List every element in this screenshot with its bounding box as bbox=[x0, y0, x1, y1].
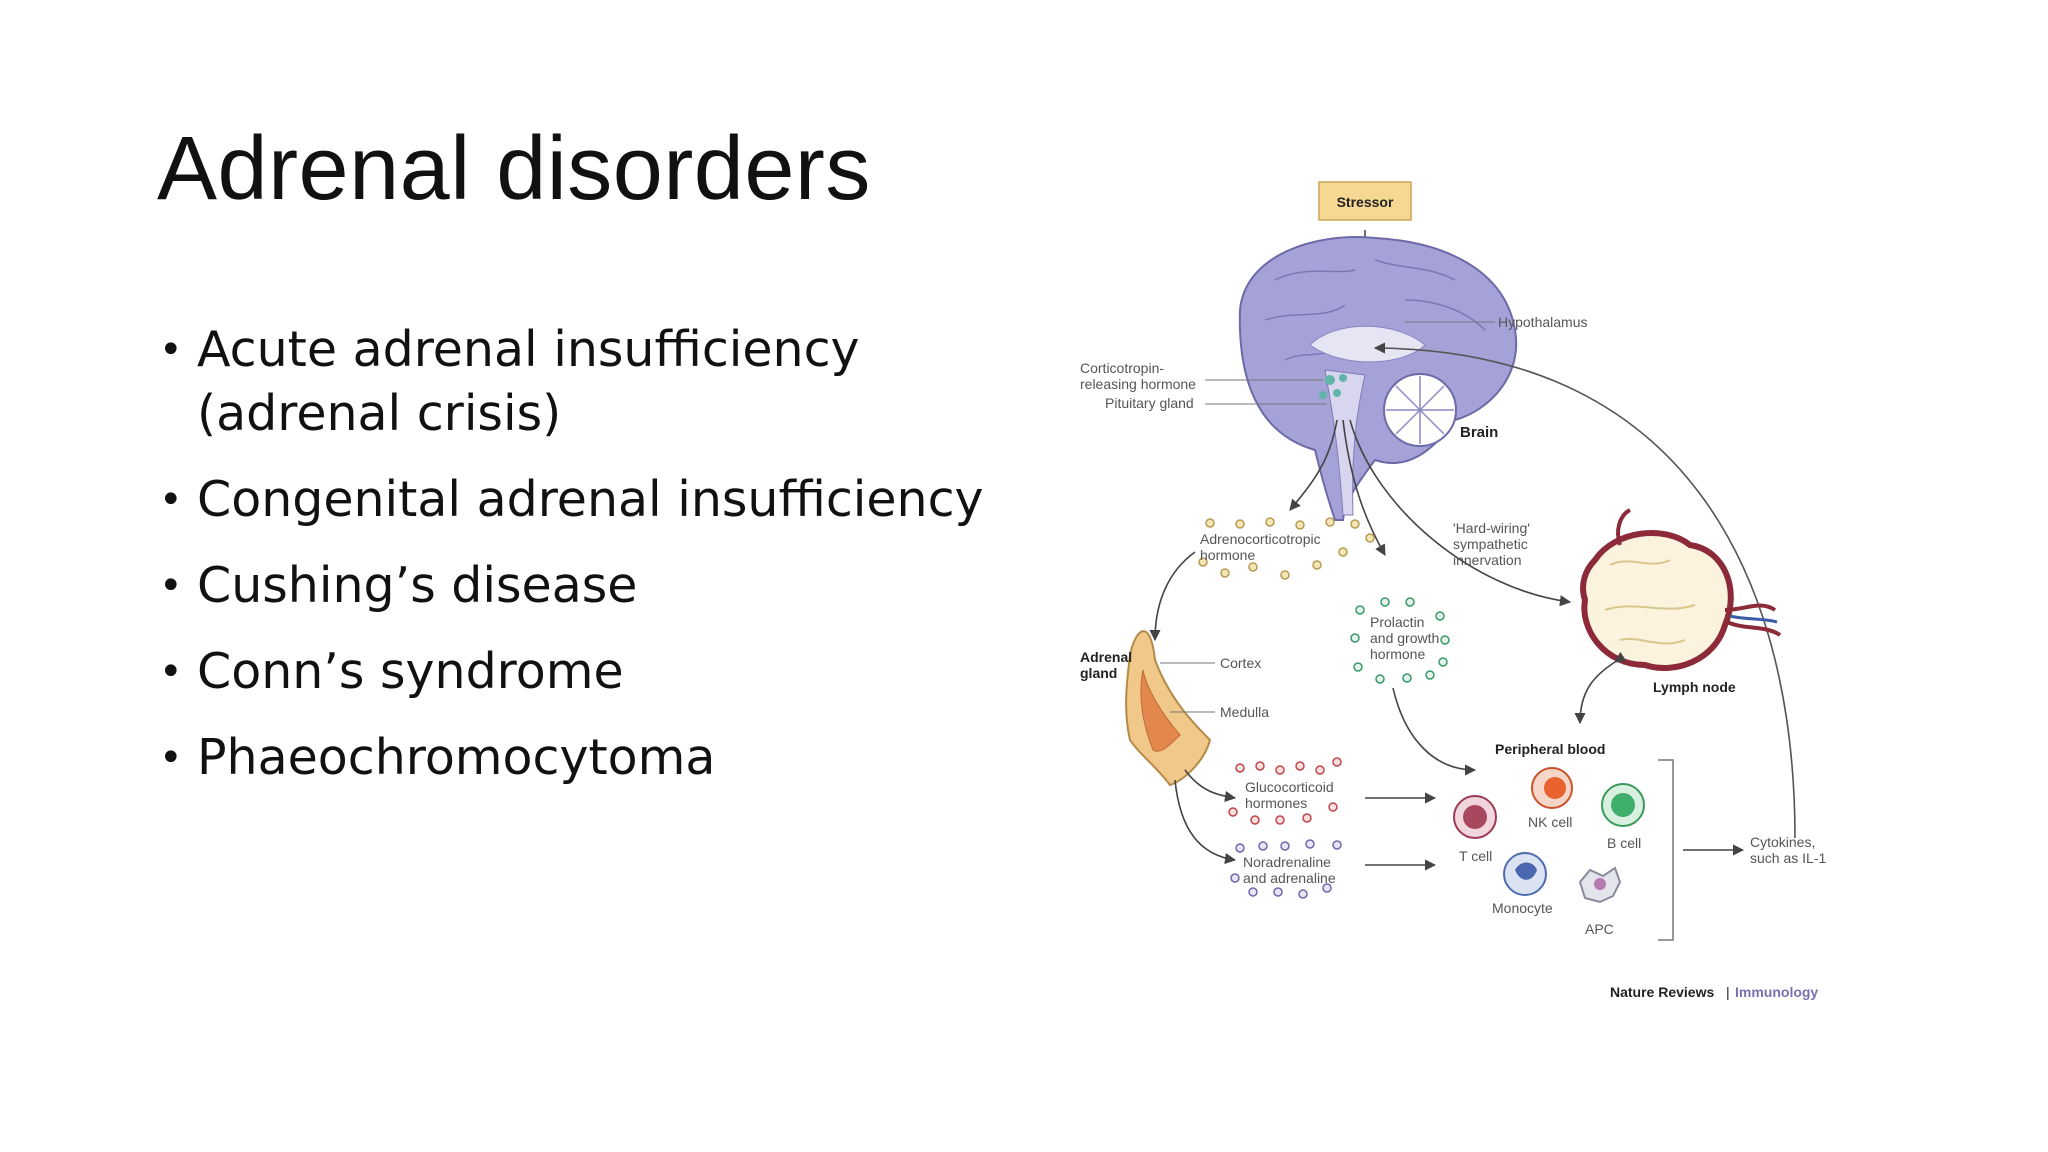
medulla-label: Medulla bbox=[1220, 704, 1269, 720]
crh-label-2: releasing hormone bbox=[1080, 376, 1196, 392]
bullet-dot-icon: • bbox=[159, 477, 183, 523]
credit-section: Immunology bbox=[1735, 984, 1818, 1000]
acth-molecules bbox=[1198, 517, 1375, 580]
stressor-label: Stressor bbox=[1337, 194, 1394, 210]
bullet-item: •Phaeochromocytoma bbox=[157, 726, 1037, 790]
lymph-node-icon bbox=[1580, 508, 1782, 672]
stressor-box bbox=[1318, 181, 1412, 221]
monocyte-icon bbox=[1503, 852, 1547, 896]
bullet-dot-icon: • bbox=[159, 563, 183, 609]
pituitary-label: Pituitary gland bbox=[1105, 395, 1194, 411]
crh-label-1: Corticotropin- bbox=[1080, 360, 1164, 376]
prolactin-label-2: and growth bbox=[1370, 630, 1439, 646]
lymph-node-label: Lymph node bbox=[1653, 679, 1736, 695]
bullet-dot-icon: • bbox=[159, 735, 183, 781]
hardwiring-label-2: sympathetic bbox=[1453, 536, 1528, 552]
brain-label: Brain bbox=[1460, 424, 1498, 441]
prolactin-arrow bbox=[1342, 419, 1386, 556]
acth-arrow bbox=[1289, 419, 1338, 511]
cortex-label: Cortex bbox=[1220, 655, 1261, 671]
hardwiring-label-3: innervation bbox=[1453, 552, 1522, 568]
brain-icon bbox=[1238, 236, 1518, 521]
bullet-dot-icon: • bbox=[159, 649, 183, 695]
credit-separator: | bbox=[1726, 984, 1730, 1000]
bullet-item: •Congenital adrenal insufficiency bbox=[157, 468, 1037, 532]
gluco-label-2: hormones bbox=[1245, 795, 1307, 811]
prolactin-label-1: Prolactin bbox=[1370, 614, 1424, 630]
b-cell-label: B cell bbox=[1607, 835, 1641, 851]
hardwiring-label-1: 'Hard-wiring' bbox=[1453, 520, 1530, 536]
nk-cell-label: NK cell bbox=[1528, 814, 1572, 830]
prolactin-molecules bbox=[1350, 597, 1450, 684]
nor-label-2: and adrenaline bbox=[1243, 870, 1336, 886]
credit-journal: Nature Reviews bbox=[1610, 984, 1714, 1000]
bullet-item: •Cushing’s disease bbox=[157, 554, 1037, 618]
stress-immune-figure: Stressor Hypothalamus Corticotropin- rel… bbox=[1075, 170, 1855, 1020]
blood-bracket bbox=[1658, 759, 1674, 941]
peripheral-blood-label: Peripheral blood bbox=[1495, 741, 1605, 757]
bullet-item: •Acute adrenal insufficiency (adrenal cr… bbox=[157, 318, 1037, 446]
adrenal-to-gluco-arrow bbox=[1184, 769, 1237, 803]
figure-svg: Stressor Hypothalamus Corticotropin- rel… bbox=[1080, 181, 1826, 1000]
acth-label-1: Adrenocorticotropic bbox=[1200, 531, 1321, 547]
gluco-label-1: Glucocorticoid bbox=[1245, 779, 1334, 795]
bullet-item: •Conn’s syndrome bbox=[157, 640, 1037, 704]
nk-cell-icon bbox=[1531, 767, 1573, 809]
glucocorticoid-molecules bbox=[1228, 757, 1342, 825]
nor-label-1: Noradrenaline bbox=[1243, 854, 1331, 870]
sympathetic-arrow bbox=[1349, 419, 1572, 607]
adrenal-label-2: gland bbox=[1080, 665, 1117, 681]
apc-label: APC bbox=[1585, 921, 1614, 937]
slide-title: Adrenal disorders bbox=[157, 119, 871, 219]
t-cell-icon bbox=[1453, 795, 1497, 839]
bullet-dot-icon: • bbox=[159, 327, 183, 373]
acth-to-adrenal-arrow bbox=[1149, 551, 1196, 642]
adrenal-gland-icon bbox=[1125, 630, 1212, 787]
prolactin-label-3: hormone bbox=[1370, 646, 1425, 662]
cytokines-label-2: such as IL-1 bbox=[1750, 850, 1826, 866]
cytokines-label-1: Cytokines, bbox=[1750, 834, 1815, 850]
apc-icon bbox=[1578, 866, 1622, 904]
bullet-list: •Acute adrenal insufficiency (adrenal cr… bbox=[157, 318, 1037, 812]
lymph-blood-arrow bbox=[1574, 651, 1627, 725]
adrenal-to-nor-arrow bbox=[1174, 779, 1237, 865]
noradrenaline-molecules bbox=[1230, 839, 1342, 899]
b-cell-icon bbox=[1601, 783, 1645, 827]
acth-label-2: hormone bbox=[1200, 547, 1255, 563]
cytokine-feedback-arrow bbox=[1373, 342, 1796, 839]
hypothalamus-label: Hypothalamus bbox=[1498, 314, 1588, 330]
adrenal-label-1: Adrenal bbox=[1080, 649, 1132, 665]
monocyte-label: Monocyte bbox=[1492, 900, 1553, 916]
prolactin-to-blood-arrow bbox=[1392, 687, 1477, 776]
t-cell-label: T cell bbox=[1459, 848, 1492, 864]
